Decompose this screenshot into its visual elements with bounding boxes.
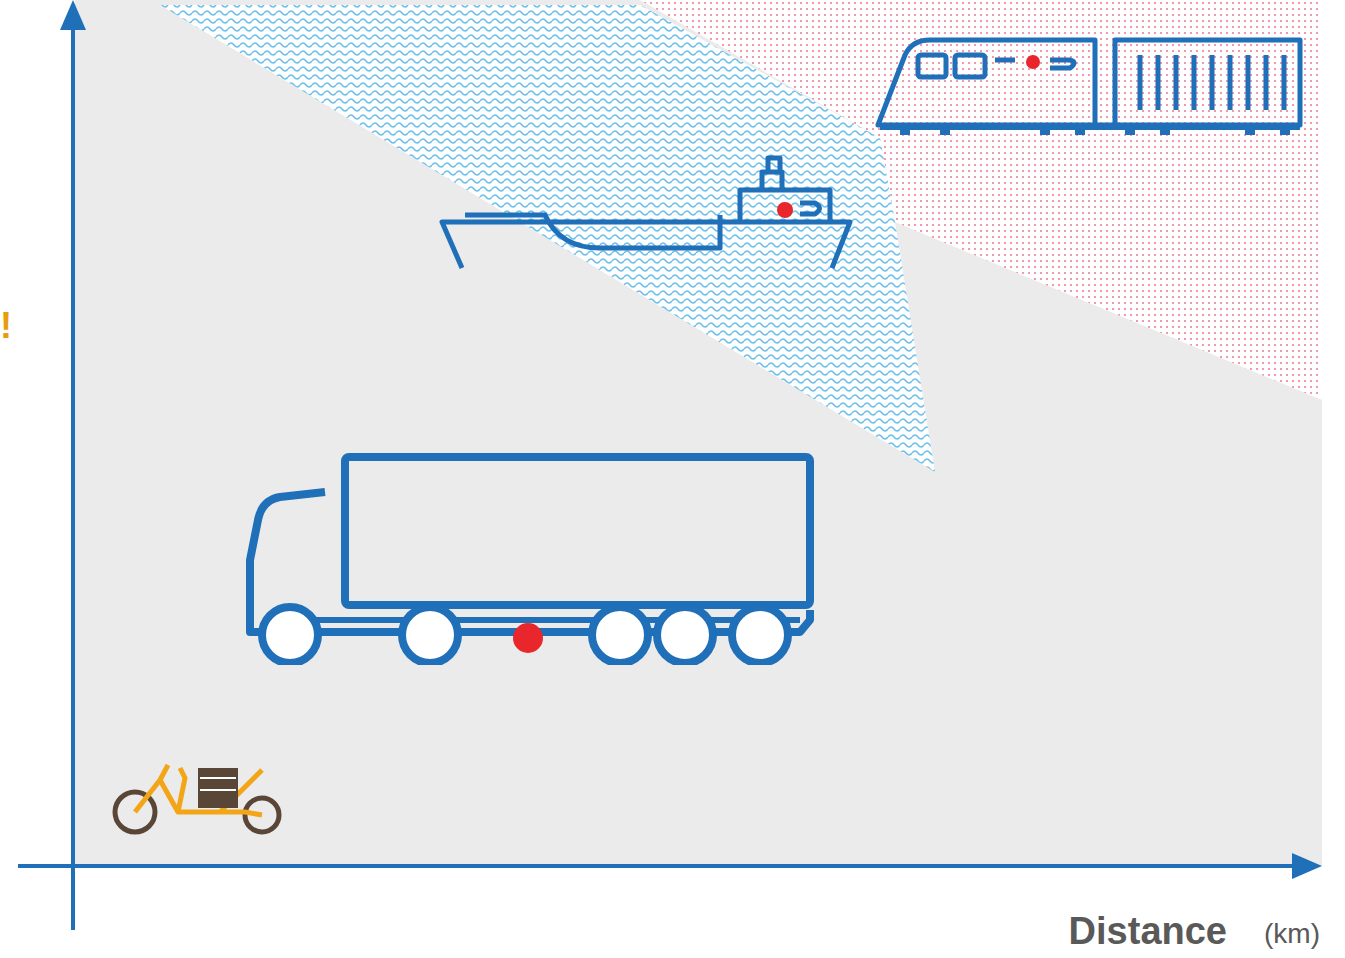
axes bbox=[18, 0, 1322, 930]
road-area bbox=[75, 0, 1322, 866]
train-icon bbox=[878, 40, 1300, 132]
axis-unit: (km) bbox=[1264, 920, 1320, 948]
waterway-area bbox=[160, 5, 935, 472]
axis-title: Distance bbox=[1069, 912, 1227, 950]
truck-icon bbox=[245, 457, 820, 685]
ship-icon bbox=[442, 158, 850, 268]
axis-label: ! bbox=[0, 308, 12, 344]
cargo-bike-icon bbox=[115, 765, 279, 832]
